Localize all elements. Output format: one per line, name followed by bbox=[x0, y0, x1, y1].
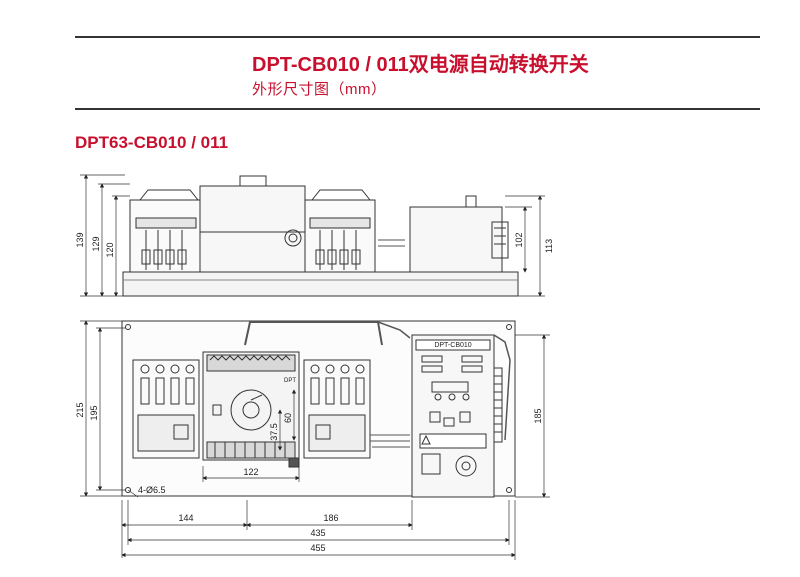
dim-215: 215 bbox=[75, 402, 85, 417]
dim-144: 144 bbox=[178, 513, 193, 523]
side-left-breaker bbox=[129, 189, 201, 273]
dim-185: 185 bbox=[533, 408, 543, 423]
top-center-switch bbox=[202, 351, 300, 468]
top-right-breaker bbox=[303, 359, 371, 459]
controller-label: DPT-CB010 bbox=[434, 342, 471, 349]
dim-195: 195 bbox=[89, 405, 99, 420]
dim-122: 122 bbox=[243, 467, 258, 477]
top-controller bbox=[411, 334, 511, 498]
dim-37-5: 37.5 bbox=[269, 423, 279, 441]
top-left-breaker bbox=[132, 359, 200, 459]
page-title: DPT-CB010 / 011双电源自动转换开关 bbox=[252, 54, 589, 76]
dim-102: 102 bbox=[514, 232, 524, 247]
side-base-plate bbox=[122, 271, 519, 297]
dim-60: 60 bbox=[283, 413, 293, 423]
top-rule bbox=[75, 36, 760, 38]
dim-455: 455 bbox=[310, 543, 325, 553]
dim-139: 139 bbox=[75, 232, 85, 247]
dim-113: 113 bbox=[544, 239, 554, 253]
switch-label: DPT bbox=[284, 378, 296, 384]
side-center-mechanism bbox=[199, 175, 306, 273]
side-controller bbox=[409, 195, 509, 273]
side-view bbox=[122, 175, 519, 297]
dim-435: 435 bbox=[310, 528, 325, 538]
dim-hole: 4-Ø6.5 bbox=[138, 485, 166, 495]
dim-186: 186 bbox=[323, 513, 338, 523]
dim-129: 129 bbox=[91, 236, 101, 251]
top-view bbox=[121, 320, 516, 498]
side-view-dimensions bbox=[80, 174, 545, 297]
header-rule bbox=[75, 108, 760, 110]
side-right-breaker bbox=[304, 189, 376, 273]
page-subtitle: 外形尺寸图（mm） bbox=[252, 81, 387, 98]
model-title: DPT63-CB010 / 011 bbox=[75, 133, 229, 152]
dim-120: 120 bbox=[105, 242, 115, 257]
top-view-dimensions bbox=[80, 320, 550, 560]
